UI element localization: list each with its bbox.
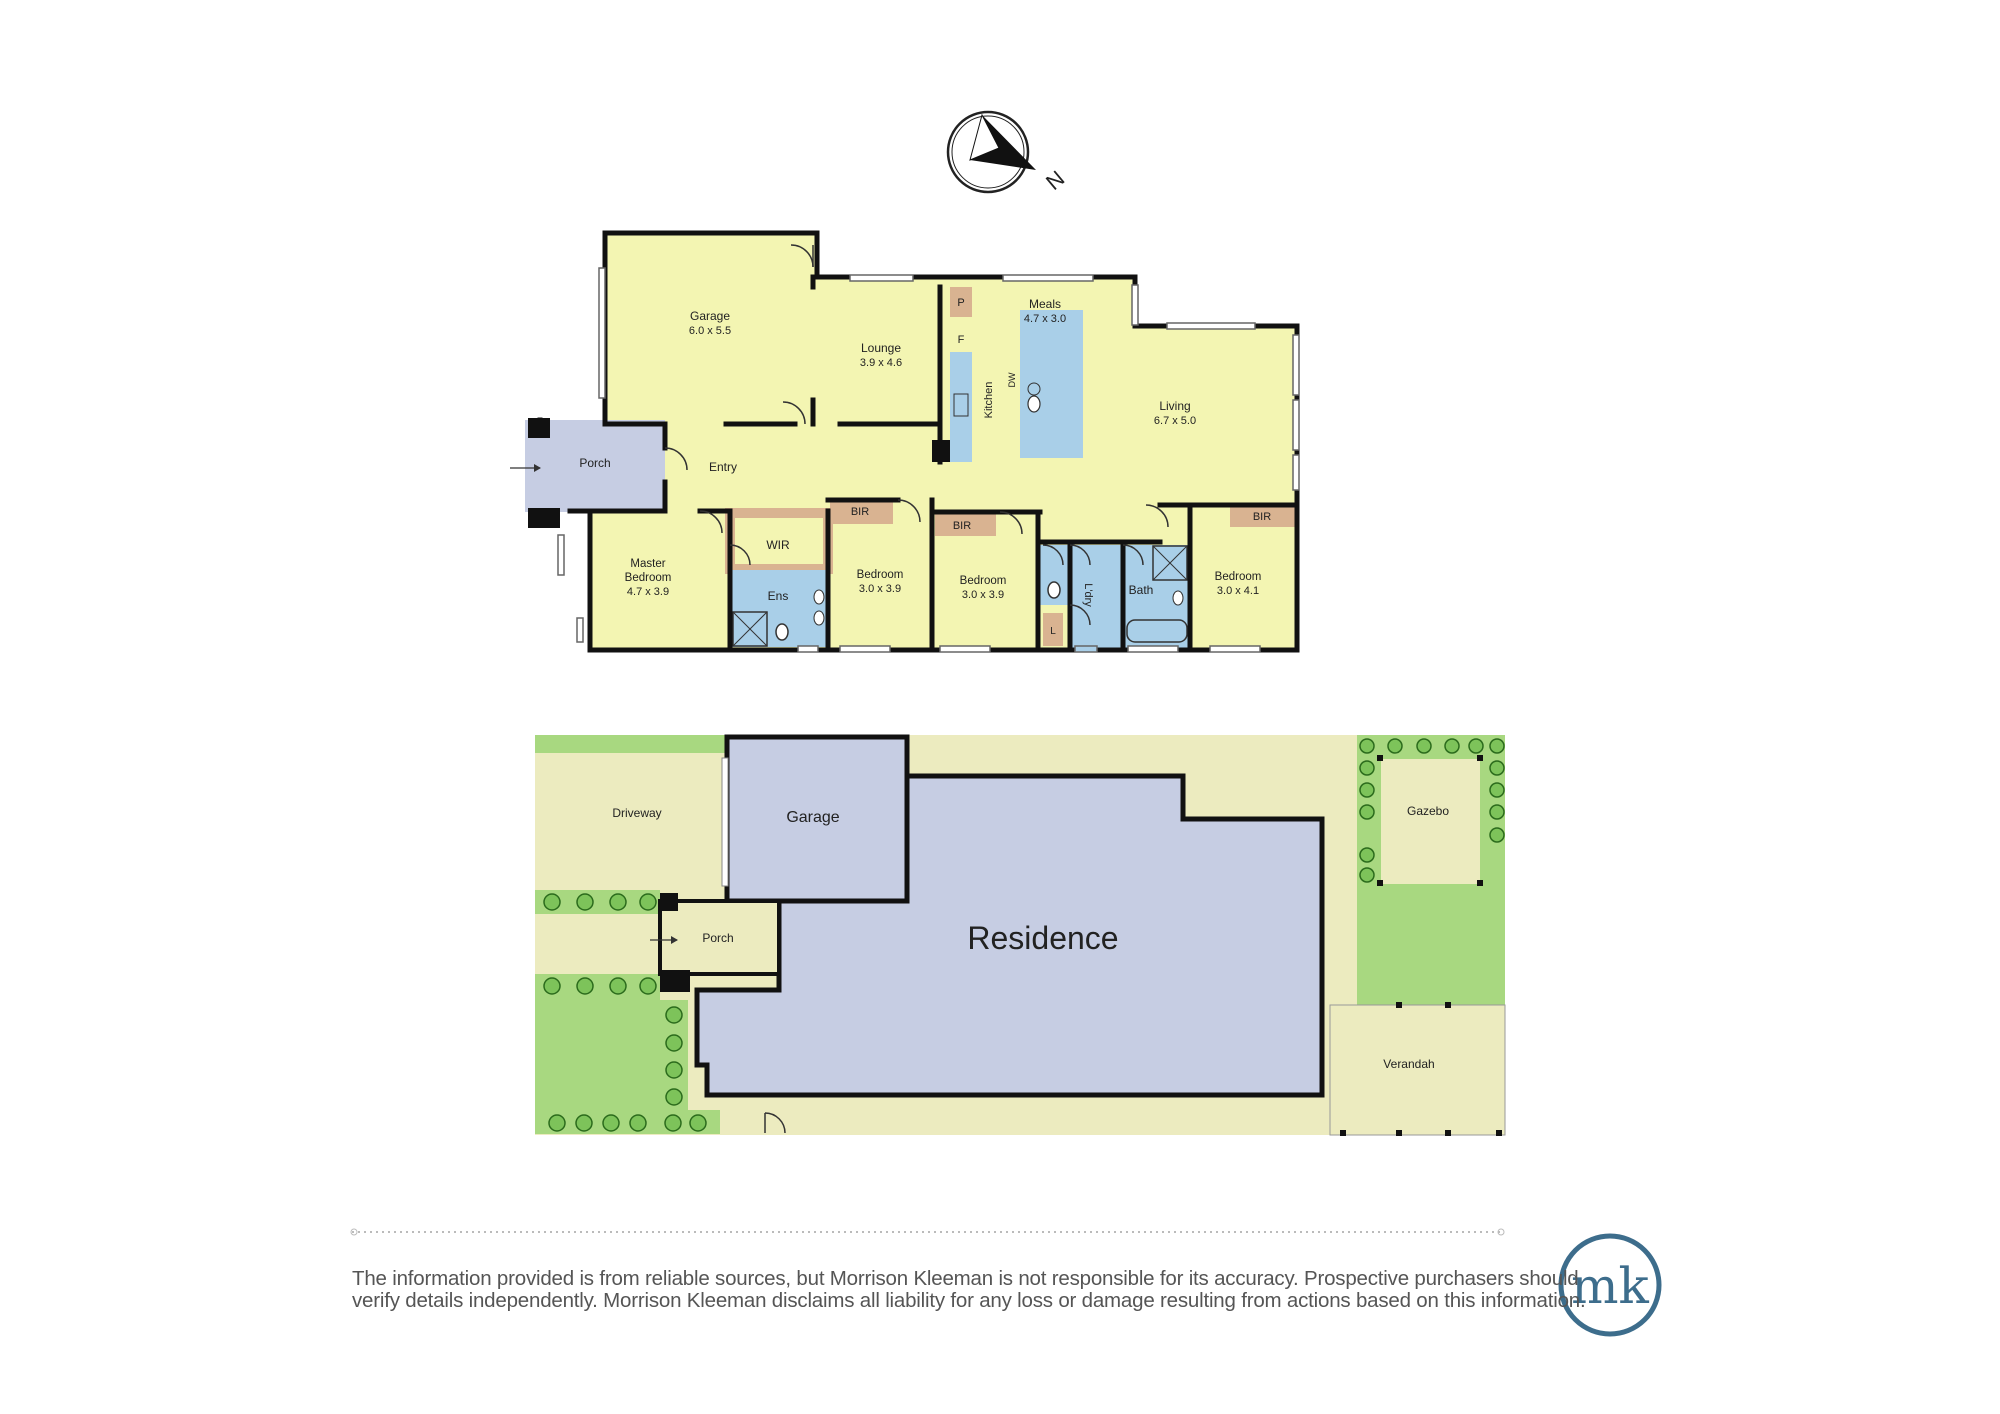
pantry-label: P (957, 297, 964, 309)
bath-name: Bath (1129, 583, 1154, 597)
dishwasher-label: DW (1007, 372, 1017, 387)
bed2-dims: 3.0 x 3.9 (859, 583, 901, 595)
compass-north-label: N (1041, 166, 1069, 195)
site-plan: Driveway Garage Porch Residence Gazebo V… (535, 734, 1506, 1136)
living-name: Living (1159, 399, 1190, 413)
entry-name: Entry (709, 460, 737, 474)
verandah-label: Verandah (1383, 1057, 1434, 1071)
compass-icon: N (946, 110, 1069, 195)
bed3-dims: 3.0 x 3.9 (962, 589, 1004, 601)
meals-dims: 4.7 x 3.0 (1024, 313, 1066, 325)
disclaimer-line-1: The information provided is from reliabl… (352, 1267, 1579, 1290)
bed2-name: Bedroom (857, 569, 904, 581)
logo-text: mk (1571, 1257, 1649, 1315)
meals-name: Meals (1029, 297, 1061, 311)
gazebo-area (1381, 759, 1480, 884)
disclaimer: The information provided is from reliabl… (352, 1267, 1586, 1312)
garage-name: Garage (690, 309, 730, 323)
master-name-1: Master (630, 558, 665, 570)
bed4-dims: 3.0 x 4.1 (1217, 585, 1259, 597)
ldry-name: L'dry (1082, 583, 1094, 607)
bir-label-3: BIR (1253, 511, 1271, 523)
driveway-label: Driveway (612, 806, 661, 820)
bir-label-1: BIR (851, 506, 869, 518)
lounge-dims: 3.9 x 4.6 (860, 357, 902, 369)
porch-name: Porch (579, 456, 610, 470)
gazebo-label: Gazebo (1407, 804, 1449, 818)
bed3-name: Bedroom (960, 575, 1007, 587)
floor-plan: Garage 6.0 x 5.5 Lounge 3.9 x 4.6 Meals … (510, 230, 1300, 653)
master-name-2: Bedroom (625, 572, 672, 584)
master-dims: 4.7 x 3.9 (627, 586, 669, 598)
ens-name: Ens (768, 589, 789, 603)
disclaimer-line-2: verify details independently. Morrison K… (352, 1289, 1586, 1312)
wir-name: WIR (766, 538, 790, 552)
garage-dims: 6.0 x 5.5 (689, 325, 731, 337)
linen-label: L (1050, 626, 1056, 637)
residence-label: Residence (967, 920, 1118, 956)
site-porch-label: Porch (702, 931, 733, 945)
living-dims: 6.7 x 5.0 (1154, 415, 1196, 427)
bir-label-2: BIR (953, 520, 971, 532)
lounge-name: Lounge (861, 341, 901, 355)
kitchen-name: Kitchen (983, 382, 995, 419)
fridge-label: F (958, 334, 965, 346)
site-garage-label: Garage (786, 809, 839, 826)
bed4-name: Bedroom (1215, 571, 1262, 583)
mk-logo: mk (1558, 1233, 1662, 1337)
